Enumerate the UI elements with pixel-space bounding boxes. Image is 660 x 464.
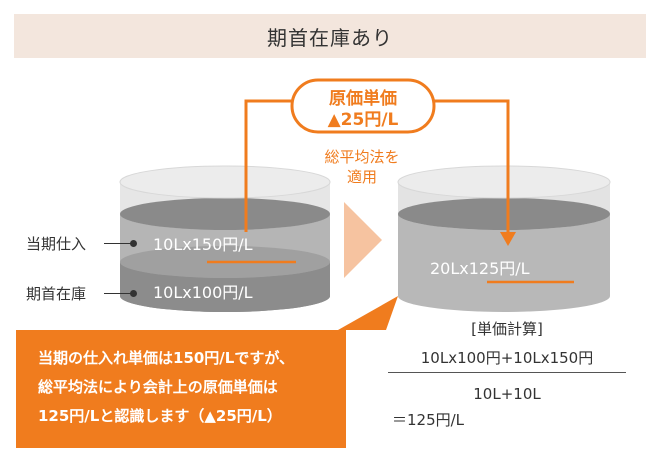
opening-dot: [130, 290, 137, 297]
right-cylinder: 20Lx125円/L: [397, 165, 611, 312]
calculation-heading: [単価計算]: [471, 320, 543, 338]
opening-value: 10Lx100円/L: [153, 283, 253, 302]
opening-stock-layer-front: [120, 262, 330, 312]
arrowhead-icon: [500, 232, 516, 246]
liquid-surface-top: [120, 198, 330, 230]
note-line-3: 125円/Lと認識します（▲25円/L）: [38, 407, 282, 425]
left-cylinder: 10Lx150円/L 10Lx100円/L: [119, 165, 331, 312]
explanation-note: 当期の仕入れ単価は150円/Lですが、 総平均法により会計上の原価単価は 125…: [16, 330, 346, 448]
average-value: 20Lx125円/L: [430, 259, 530, 278]
purchase-connector: [104, 243, 132, 244]
note-line-1: 当期の仕入れ単価は150円/Lですが、: [38, 349, 295, 367]
method-label-line2: 適用: [347, 168, 377, 186]
calculation-denominator: 10L+10L: [473, 385, 541, 403]
cylinder-rim: [119, 165, 331, 199]
purchase-value: 10Lx150円/L: [153, 235, 253, 254]
unit-price-calculation: [単価計算] 10Lx100円+10Lx150円 10L+10L ＝125円/L: [376, 318, 626, 430]
combined-stock-layer: [398, 214, 610, 312]
cost-bubble: 原価単価 ▲25円/L: [290, 78, 436, 134]
method-label-line1: 総平均法を: [324, 148, 399, 166]
calculation-result: ＝125円/L: [392, 411, 465, 429]
callout-pointer: [338, 296, 398, 330]
opening-connector: [104, 293, 132, 294]
purchase-side-label: 当期仕入: [26, 235, 87, 253]
opening-side-label: 期首在庫: [26, 285, 87, 303]
liquid-surface: [398, 198, 610, 230]
page-title: 期首在庫あり: [267, 25, 393, 50]
cost-bubble-label: 原価単価: [329, 88, 397, 109]
cylinder-rim: [397, 165, 611, 199]
cost-bubble-outline: [290, 78, 436, 134]
purchase-dot: [130, 240, 137, 247]
flow-arrow-icon: [344, 202, 382, 278]
title-banner: 期首在庫あり: [14, 14, 646, 58]
cost-bubble-value: ▲25円/L: [328, 110, 399, 130]
calculation-numerator: 10Lx100円+10Lx150円: [388, 347, 626, 373]
note-line-2: 総平均法により会計上の原価単価は: [38, 378, 278, 396]
